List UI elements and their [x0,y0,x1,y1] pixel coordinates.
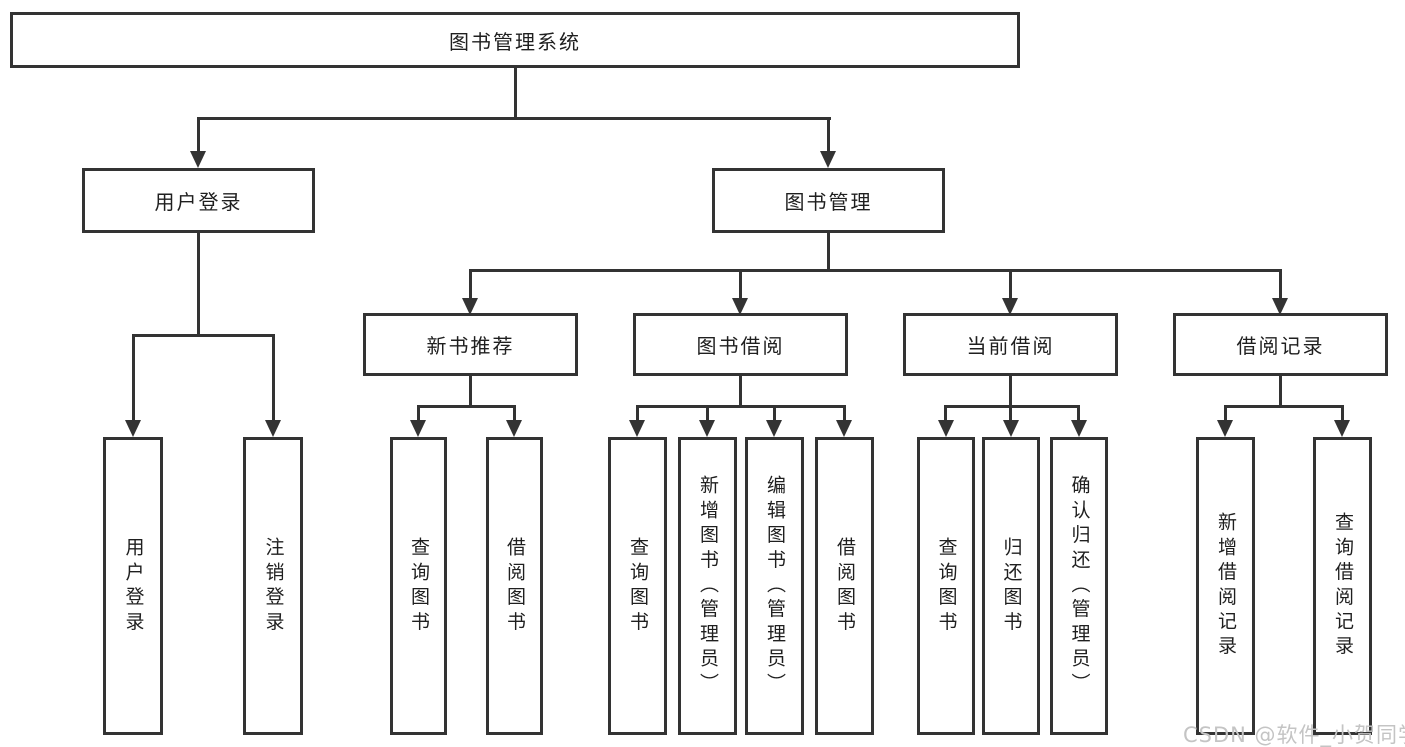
node-leaf-add-books-admin: 新增图书（管理员） [678,437,737,735]
arrowhead-groupC-c3 [1071,420,1087,437]
node-borrow-records-label: 借阅记录 [1236,334,1325,358]
node-leaf-query-borrow-record: 查询借阅记录 [1313,437,1372,735]
node-leaf-query-books-a: 查询图书 [390,437,447,735]
node-user-login-label: 用户登录 [154,190,243,214]
connector-groupB-stem [739,376,742,407]
arrowhead-new-book [462,298,478,315]
connector-groupB-c4 [843,405,846,422]
leaf-label: 归还图书 [1000,536,1023,636]
arrowhead-groupB-c4 [836,420,852,437]
leaf-label: 借阅图书 [834,536,856,636]
connector-groupB-c3 [773,405,776,422]
connector-groupD-c2 [1341,405,1344,422]
leaf-label: 查询图书 [627,536,649,636]
leaf-label: 查询图书 [935,536,958,636]
arrowhead-leaf-logout [265,420,281,437]
node-leaf-add-borrow-record: 新增借阅记录 [1196,437,1255,735]
arrowhead-groupC-c1 [938,420,954,437]
arrowhead-groupB-c2 [699,420,715,437]
arrowhead-borrow-records [1272,298,1288,315]
connector-to-new-book [469,269,472,301]
connector-groupD-stem [1279,376,1282,407]
connector-to-borrow-records [1279,269,1282,301]
arrowhead-user-login [190,151,206,168]
node-leaf-logout: 注销登录 [243,437,303,735]
connector-groupB-bar [636,405,846,408]
connector-root-bar [197,117,831,120]
leaf-label: 借阅图书 [504,536,526,636]
leaf-label: 查询图书 [408,536,430,636]
leaf-label: 确认归还（管理员） [1068,474,1091,698]
node-book-borrow: 图书借阅 [633,313,848,376]
node-user-login: 用户登录 [82,168,315,233]
node-book-mgmt-label: 图书管理 [784,190,873,214]
node-new-book-recommend-label: 新书推荐 [426,334,515,358]
connector-groupC-c1 [944,405,947,422]
connector-to-user-login [197,117,200,153]
leaf-label: 新增图书（管理员） [697,474,719,698]
arrowhead-groupD-c2 [1334,420,1350,437]
connector-book-mgmt-bar [469,269,1282,272]
node-book-borrow-label: 图书借阅 [696,334,785,358]
arrowhead-current-borrow [1002,298,1018,315]
node-leaf-query-books-b: 查询图书 [608,437,667,735]
connector-root-stem [514,68,517,119]
node-leaf-borrow-books-a: 借阅图书 [486,437,543,735]
connector-groupC-c3 [1077,405,1080,422]
connector-to-book-borrow [739,269,742,301]
node-root-label: 图书管理系统 [449,29,581,54]
arrowhead-book-borrow [732,298,748,315]
connector-groupA-stem [469,376,472,407]
connector-user-login-stem [197,233,200,337]
node-leaf-return-books: 归还图书 [982,437,1040,735]
connector-book-mgmt-stem [827,233,830,272]
connector-to-current-borrow [1009,269,1012,301]
connector-groupA-bar [417,405,516,408]
node-root: 图书管理系统 [10,12,1020,68]
connector-to-leaf-logout [272,334,275,424]
arrowhead-groupD-c1 [1217,420,1233,437]
leaf-label: 用户登录 [122,536,145,636]
node-leaf-confirm-return-admin: 确认归还（管理员） [1050,437,1108,735]
arrowhead-groupA-c1 [410,420,426,437]
connector-to-book-mgmt [827,117,830,153]
node-borrow-records: 借阅记录 [1173,313,1388,376]
connector-groupB-c1 [636,405,639,422]
csdn-watermark: CSDN @软件_小贺同学 [1183,723,1405,747]
arrowhead-groupC-c2 [1003,420,1019,437]
connector-groupC-c2 [1009,405,1012,422]
node-leaf-edit-books-admin: 编辑图书（管理员） [745,437,804,735]
node-leaf-user-login: 用户登录 [103,437,163,735]
connector-groupD-bar [1224,405,1344,408]
leaf-label: 注销登录 [262,536,285,636]
node-book-mgmt: 图书管理 [712,168,945,233]
connector-groupD-c1 [1224,405,1227,422]
connector-to-leaf-login [132,334,135,424]
arrowhead-groupB-c1 [629,420,645,437]
node-current-borrow-label: 当前借阅 [966,334,1055,358]
connector-groupA-c2 [513,405,516,422]
arrowhead-groupA-c2 [506,420,522,437]
connector-groupA-c1 [417,405,420,422]
node-new-book-recommend: 新书推荐 [363,313,578,376]
connector-user-login-bar [132,334,275,337]
leaf-label: 编辑图书（管理员） [764,474,786,698]
arrowhead-leaf-login [125,420,141,437]
connector-groupC-bar [944,405,1080,408]
node-leaf-query-books-c: 查询图书 [917,437,975,735]
node-leaf-borrow-books-b: 借阅图书 [815,437,874,735]
connector-groupB-c2 [706,405,709,422]
leaf-label: 新增借阅记录 [1215,511,1237,661]
arrowhead-book-mgmt [820,151,836,168]
node-current-borrow: 当前借阅 [903,313,1118,376]
leaf-label: 查询借阅记录 [1332,511,1354,661]
connector-groupC-stem [1009,376,1012,407]
arrowhead-groupB-c3 [766,420,782,437]
